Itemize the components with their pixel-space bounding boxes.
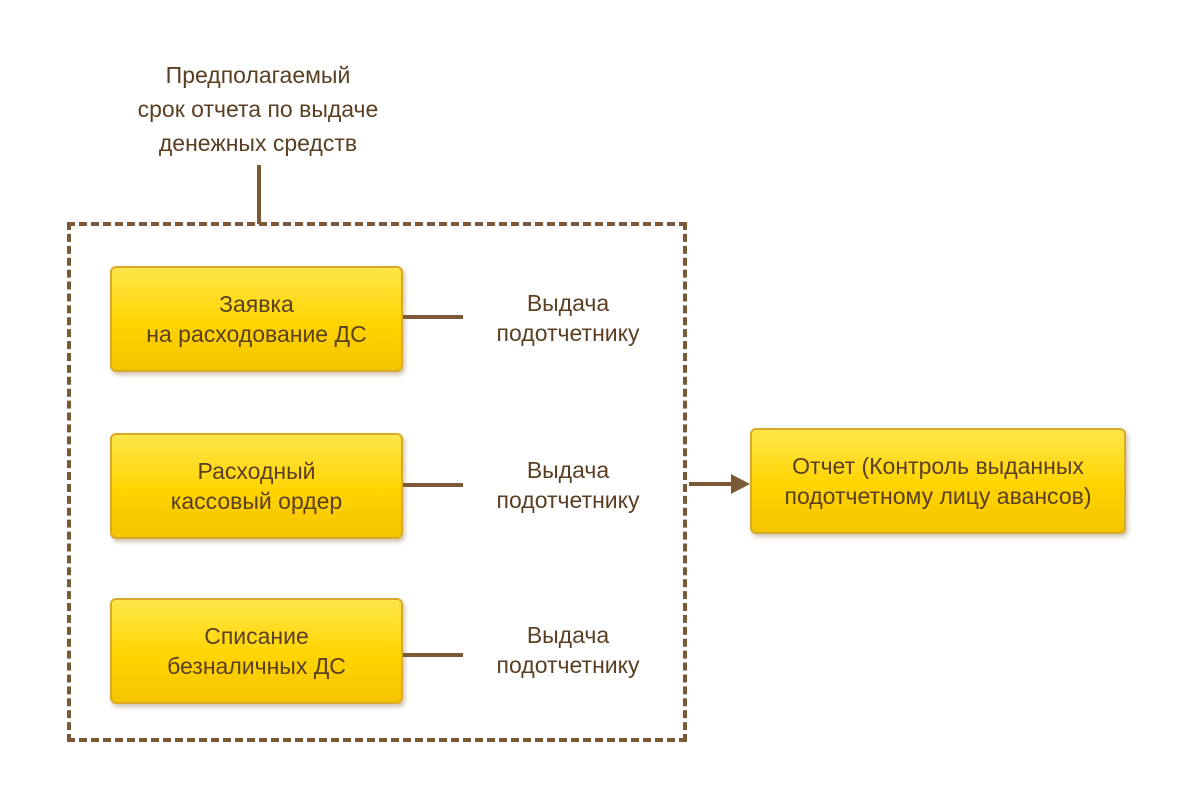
period-annotation: Предполагаемый срок отчета по выдаче ден… xyxy=(137,62,379,156)
doc-box-noncash-writeoff: Списание безналичных ДС xyxy=(110,598,403,704)
issue-label-2: Выдача подотчетнику xyxy=(496,457,640,513)
documents-group-frame xyxy=(67,222,687,742)
report-arrowhead xyxy=(731,474,750,494)
issue-label-3: Выдача подотчетнику xyxy=(496,622,640,678)
issue-label-1: Выдача подотчетнику xyxy=(496,290,640,346)
doc-box-expense-request: Заявка на расходование ДС xyxy=(110,266,403,372)
doc-box-cash-order: Расходный кассовый ордер xyxy=(110,433,403,539)
report-box: Отчет (Контроль выданных подотчетному ли… xyxy=(750,428,1126,534)
